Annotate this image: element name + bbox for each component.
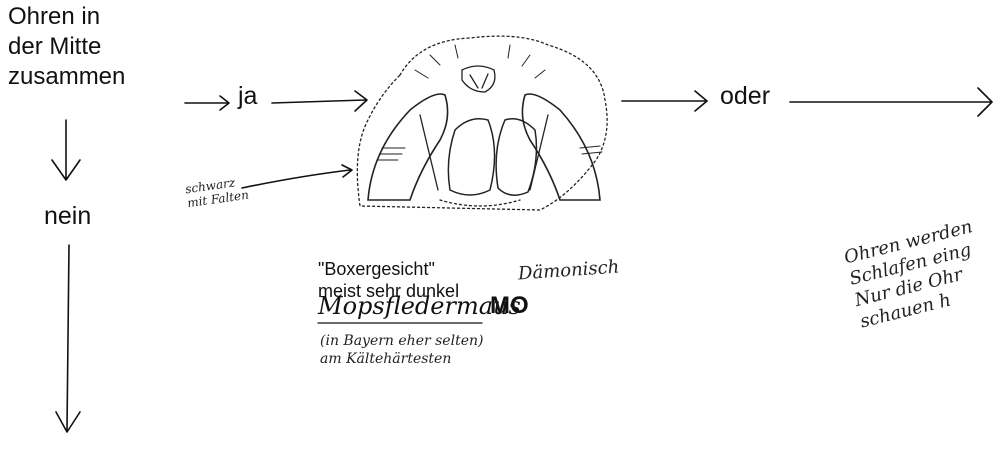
remark-line-1: (in Bayern eher selten) — [320, 332, 483, 350]
description-line-1: "Boxergesicht" — [318, 258, 459, 280]
remark: (in Bayern eher selten) am Kältehärteste… — [320, 332, 483, 368]
arrow-to-illustration — [272, 91, 367, 111]
arrow-to-right — [790, 88, 992, 116]
species-code: MO — [490, 292, 529, 320]
arrow-to-oder — [622, 91, 707, 111]
arrow-down-long — [56, 245, 80, 432]
remark-line-2: am Kältehärtesten — [320, 350, 483, 368]
arrow-to-nein — [52, 120, 80, 180]
bat-face-illustration — [357, 36, 607, 210]
arrow-to-ja — [185, 96, 229, 110]
annotation-arrow — [242, 165, 352, 188]
